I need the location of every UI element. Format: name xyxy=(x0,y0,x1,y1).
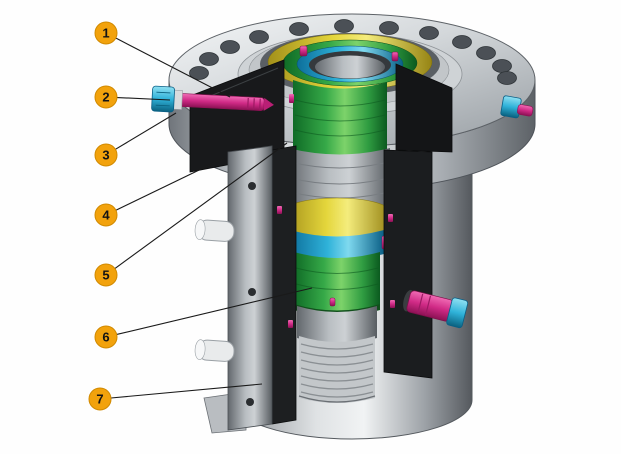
leader-line-2 xyxy=(116,96,171,101)
callout-layer: 1 2 3 4 5 6 7 xyxy=(88,21,313,411)
callout-marker-6 xyxy=(94,325,118,349)
right-wall-cut-face xyxy=(383,149,433,379)
middle-packoff-assembly xyxy=(279,197,391,344)
callout-number-7: 7 xyxy=(96,392,103,407)
threaded-bore xyxy=(298,336,376,403)
callout-marker-2 xyxy=(94,85,118,109)
plate-hole xyxy=(248,288,256,296)
side-outlet-valve xyxy=(403,289,469,329)
bolt-hole xyxy=(249,30,269,44)
bolt-hole xyxy=(189,66,209,80)
callout-number-2: 2 xyxy=(102,90,109,105)
stud-bolt xyxy=(194,339,235,362)
left-wall-cut-face xyxy=(271,145,297,425)
callout-number-1: 1 xyxy=(102,26,109,41)
lock-screw-assembly xyxy=(151,85,274,113)
bolt-hole xyxy=(492,59,512,73)
bolt-hole xyxy=(419,26,439,40)
leader-line-7 xyxy=(110,383,263,399)
leader-line-5 xyxy=(114,142,288,269)
side-flange-plate xyxy=(194,145,273,431)
callout-marker-1 xyxy=(94,21,118,45)
upper-casing-hanger xyxy=(288,80,390,213)
leader-line-3 xyxy=(115,112,177,150)
bolt-holes xyxy=(189,19,517,85)
bolt-hole xyxy=(334,19,354,33)
leader-line-1 xyxy=(115,37,231,98)
bolt-hole xyxy=(452,35,472,49)
callout-number-5: 5 xyxy=(102,268,109,283)
callout-number-3: 3 xyxy=(102,148,109,163)
cut-face-seal-marks xyxy=(277,206,395,328)
callout-marker-4 xyxy=(94,203,118,227)
bolt-hole xyxy=(379,21,399,35)
leader-line-4 xyxy=(115,157,225,211)
bolt-hole xyxy=(199,52,219,66)
leader-line-6 xyxy=(116,287,313,335)
callout-marker-7 xyxy=(88,387,112,411)
bolt-hole xyxy=(220,40,240,54)
callout-number-4: 4 xyxy=(102,208,110,223)
callout-number-6: 6 xyxy=(102,330,109,345)
right-flange-cut-face xyxy=(395,63,453,153)
test-port-plug xyxy=(500,95,534,119)
stud-bolt xyxy=(194,219,235,242)
bore-seal-rings xyxy=(260,33,440,97)
bolt-hole xyxy=(289,22,309,36)
bolt-hole xyxy=(497,71,517,85)
callout-marker-5 xyxy=(94,263,118,287)
plate-hole xyxy=(248,182,256,190)
callout-marker-3 xyxy=(94,143,118,167)
section-cut-faces xyxy=(189,59,453,425)
bolt-hole xyxy=(476,46,496,60)
plate-hole xyxy=(246,398,254,406)
